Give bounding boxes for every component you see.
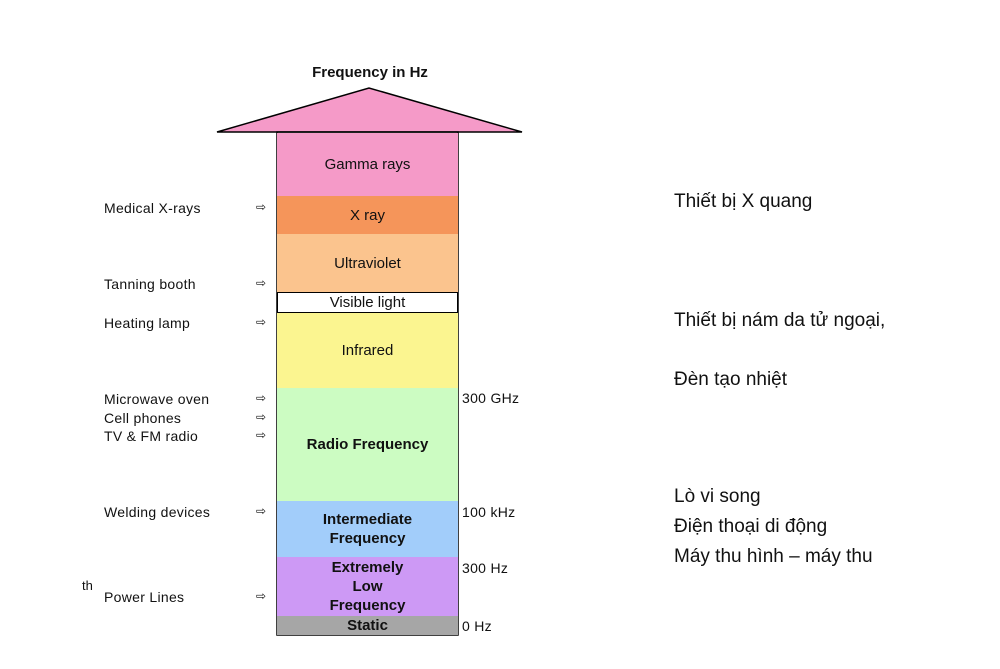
band-intermediate-frequency: Intermediate Frequency xyxy=(277,501,458,557)
band-ultraviolet: Ultraviolet xyxy=(277,234,458,292)
pointer-arrow-icon: ⇨ xyxy=(256,589,267,603)
band-extremely-low-frequency: Extremely Low Frequency xyxy=(277,557,458,616)
band-x-ray: X ray xyxy=(277,196,458,234)
pointer-arrow-icon: ⇨ xyxy=(256,315,267,329)
band-static: Static xyxy=(277,616,458,635)
freq-mark-0hz: 0 Hz xyxy=(462,618,492,634)
freq-mark-300hz: 300 Hz xyxy=(462,560,509,576)
label-medical-x-rays: Medical X-rays xyxy=(104,200,201,216)
pointer-arrow-icon: ⇨ xyxy=(256,504,267,518)
pointer-arrow-icon: ⇨ xyxy=(256,200,267,214)
label-tanning-booth: Tanning booth xyxy=(104,276,196,292)
label-welding-devices: Welding devices xyxy=(104,504,211,520)
band-gamma-rays: Gamma rays xyxy=(277,133,458,196)
label-heating-lamp: Heating lamp xyxy=(104,315,191,331)
pointer-arrow-icon: ⇨ xyxy=(256,276,267,290)
note-uv-tanning-device: Thiết bị nám da tử ngoại, xyxy=(674,310,886,331)
note-mobile-phone: Điện thoại di động xyxy=(674,516,828,537)
note-tv-receiver: Máy thu hình – máy thu xyxy=(674,546,873,567)
label-cell-phones: Cell phones xyxy=(104,410,182,426)
band-radio-frequency: Radio Frequency xyxy=(277,388,458,501)
note-microwave: Lò vi song xyxy=(674,486,761,507)
note-heating-lamp: Đèn tạo nhiệt xyxy=(674,369,788,390)
note-x-ray-device: Thiết bị X quang xyxy=(674,191,813,212)
label-microwave-oven: Microwave oven xyxy=(104,391,210,407)
band-visible-light: Visible light xyxy=(277,292,458,313)
diagram-title: Frequency in Hz xyxy=(312,64,428,81)
band-infrared: Infrared xyxy=(277,313,458,388)
pointer-arrow-icon: ⇨ xyxy=(256,428,267,442)
pointer-arrow-icon: ⇨ xyxy=(256,410,267,424)
label-power-lines: Power Lines xyxy=(104,589,185,605)
label-tv-fm-radio: TV & FM radio xyxy=(104,428,199,444)
stray-text: th xyxy=(82,578,93,593)
freq-mark-100khz: 100 kHz xyxy=(462,504,516,520)
pointer-arrow-icon: ⇨ xyxy=(256,391,267,405)
freq-mark-300ghz: 300 GHz xyxy=(462,390,520,406)
